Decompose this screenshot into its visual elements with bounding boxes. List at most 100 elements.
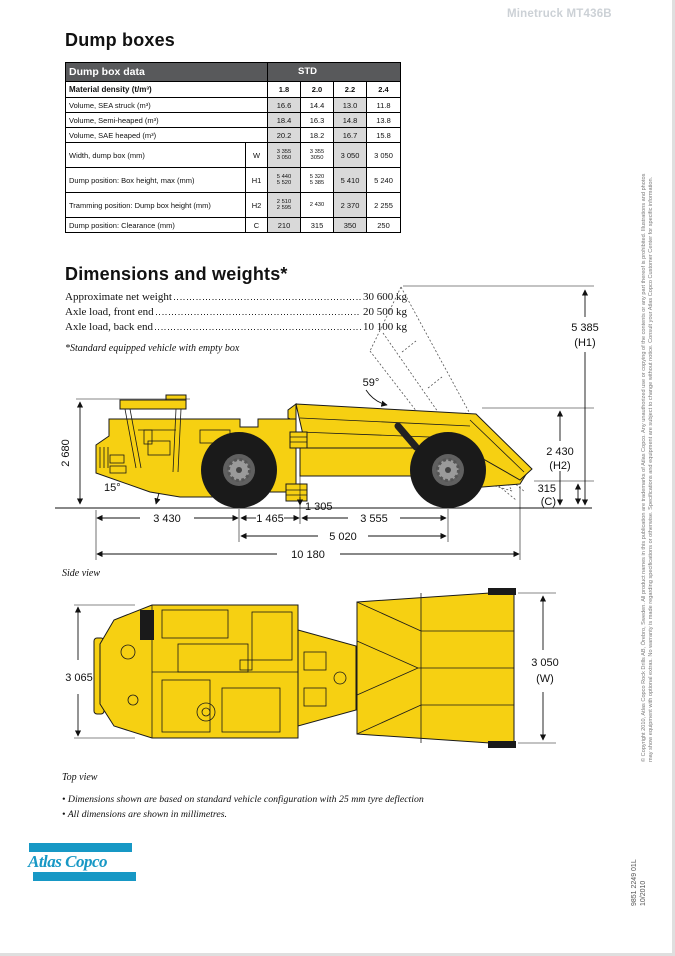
value-cell: 16.7 (333, 127, 367, 143)
section-title-dimensions: Dimensions and weights* (65, 264, 288, 284)
dim-box-width: 3 050 (531, 657, 559, 669)
density-value: 1.8 (267, 81, 301, 98)
document-number: 9851 2249 01L 10/2010 (631, 859, 647, 906)
density-value: 2.4 (366, 81, 401, 98)
dim-approach-angle: 15° (104, 482, 121, 494)
value-cell: 210 (267, 217, 301, 233)
value-cell: 2 430 (300, 192, 334, 218)
table-row: Dump position: Box height, max (mm) H1 5… (65, 167, 401, 193)
weight-label: Approximate net weight (65, 291, 172, 303)
copyright-notice: © Copyright 2010, Atlas Copco Rock Drill… (641, 150, 654, 762)
value-cell: 2 510 2 595 (267, 192, 301, 218)
table-row: Volume, SAE heaped (m³) 20.2 18.2 16.7 1… (65, 127, 401, 143)
dim-front-width: 3 065 (65, 672, 93, 684)
density-value: 2.2 (333, 81, 367, 98)
page-edge-bottom (0, 953, 675, 956)
dim-letter: W (245, 142, 268, 168)
value-cell: 3 355 3050 (300, 142, 334, 168)
value-cell: 3 355 3 050 (267, 142, 301, 168)
note-item: • Dimensions shown are based on standard… (62, 794, 424, 805)
dim-axle-mid: 1 465 (256, 513, 284, 525)
dim-h1-tag: (H1) (574, 337, 595, 349)
top-view-caption: Top view (62, 772, 98, 783)
top-view-dimensions: 3 065 3 050 (W) (65, 592, 559, 744)
note-item: • All dimensions are shown in millimetre… (62, 809, 227, 820)
articulation-hitch (285, 431, 308, 502)
value-cell: 11.8 (366, 97, 401, 113)
weight-value: 20 500 kg (363, 306, 407, 318)
rear-wheel (410, 432, 486, 508)
table-row: Dump position: Clearance (mm) C 210 315 … (65, 217, 401, 233)
dim-letter: C (245, 217, 268, 233)
dot-leader (173, 299, 361, 300)
dim-h2-value: 2 430 (546, 446, 574, 458)
copyright-line: may show equipment with optional extras.… (647, 176, 654, 762)
value-cell: 20.2 (267, 127, 301, 143)
section-title-dump-boxes: Dump boxes (65, 30, 176, 50)
value-cell: 5 410 (333, 167, 367, 193)
weight-value: 30 600 kg (363, 291, 407, 303)
dot-leader (155, 314, 361, 315)
value-cell: 5 240 (366, 167, 401, 193)
dim-hitch-height: 1 305 (305, 501, 333, 513)
value-cell: 16.3 (300, 112, 334, 128)
weight-label: Axle load, back end (65, 321, 153, 333)
density-value: 2.0 (300, 81, 334, 98)
row-label: Dump position: Clearance (mm) (65, 217, 246, 233)
std-label: STD (298, 66, 317, 77)
table-row: Volume, Semi-heaped (m³) 18.4 16.3 14.8 … (65, 112, 401, 128)
dim-c-tag: (C) (541, 496, 556, 508)
value-cell: 14.4 (300, 97, 334, 113)
table-row: Tramming position: Dump box height (mm) … (65, 192, 401, 218)
model-header: Minetruck MT436B (507, 8, 612, 20)
dump-box-table: Dump box data STD Material density (t/m³… (65, 62, 401, 233)
row-label: Volume, Semi-heaped (m³) (65, 112, 268, 128)
value-cell: 5 440 5 520 (267, 167, 301, 193)
canopy (119, 394, 187, 473)
value-cell: 15.8 (366, 127, 401, 143)
side-view-caption: Side view (62, 568, 101, 579)
top-view-drawing: 3 065 3 050 (W) (65, 588, 559, 748)
row-label: Material density (t/m³) (65, 81, 268, 98)
table-row: Volume, SEA struck (m³) 16.6 14.4 13.0 1… (65, 97, 401, 113)
value-cell: 18.4 (267, 112, 301, 128)
weight-value: 10 100 kg (363, 321, 407, 333)
table-header-row: Dump box data STD (65, 62, 401, 82)
row-label: Volume, SAE heaped (m³) (65, 127, 268, 143)
density-row: Material density (t/m³) 1.8 2.0 2.2 2.4 (65, 81, 401, 98)
dim-rear-length: 5 020 (329, 531, 357, 543)
logo-wordmark: Atlas Copco (28, 852, 108, 871)
dim-box-width-tag: (W) (536, 673, 554, 685)
logo-bar-top (29, 843, 132, 852)
dim-c-value: 315 (538, 483, 556, 495)
dot-leader (154, 329, 361, 330)
value-cell: 16.6 (267, 97, 301, 113)
side-view-drawing: 2 680 15° 59° 5 385 (H1) 2 430 (H2) 315 … (55, 285, 599, 561)
dim-h2-tag: (H2) (549, 460, 570, 472)
table-row: Width, dump box (mm) W 3 355 3 050 3 355… (65, 142, 401, 168)
value-cell: 18.2 (300, 127, 334, 143)
value-cell: 3 050 (333, 142, 367, 168)
weight-row: Axle load, back end 10 100 kg (65, 318, 407, 333)
page-edge-right (672, 0, 675, 956)
value-cell: 3 050 (366, 142, 401, 168)
logo-bar-bottom (33, 872, 136, 881)
row-label: Tramming position: Dump box height (mm) (65, 192, 246, 218)
footnotes: • Dimensions shown are based on standard… (62, 792, 424, 822)
value-cell: 250 (366, 217, 401, 233)
value-cell: 350 (333, 217, 367, 233)
atlas-copco-logo: Atlas Copco (28, 843, 168, 881)
row-label: Dump position: Box height, max (mm) (65, 167, 246, 193)
truck-side-view (95, 394, 533, 508)
side-view-dimensions: 2 680 15° 59° 5 385 (H1) 2 430 (H2) 315 … (60, 285, 599, 561)
weights-list: Approximate net weight 30 600 kg Axle lo… (65, 288, 407, 333)
weight-row: Axle load, front end 20 500 kg (65, 303, 407, 318)
table-header-label: Dump box data (65, 62, 268, 82)
dim-axle-rear: 3 555 (360, 513, 388, 525)
value-cell: 13.8 (366, 112, 401, 128)
dim-letter: H1 (245, 167, 268, 193)
dim-total-length: 10 180 (291, 549, 325, 561)
dim-tip-angle: 59° (363, 377, 380, 389)
value-cell: 2 370 (333, 192, 367, 218)
